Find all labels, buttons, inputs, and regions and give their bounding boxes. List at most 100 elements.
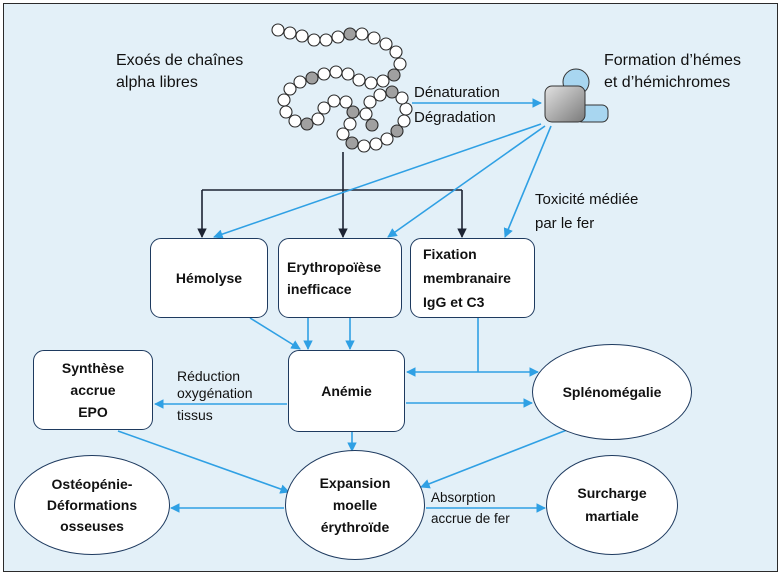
alpha-chain-bead — [367, 31, 381, 45]
node-splenomegaly-label: Splénomégalie — [562, 384, 662, 400]
arrow-heme-to-hemolysis — [213, 123, 542, 239]
label-reduced-oxygenation-line2: oxygénation — [177, 385, 253, 401]
alpha-chain-bead — [277, 93, 291, 107]
alpha-chain-molecule — [271, 23, 413, 153]
alpha-chain-bead — [385, 85, 399, 99]
alpha-chain-bead — [319, 33, 333, 47]
alpha-chain-bead — [390, 124, 404, 138]
arrow-epo-to-expansion — [117, 430, 290, 494]
alpha-chain-bead — [365, 118, 379, 132]
alpha-chain-bead — [379, 37, 393, 51]
alpha-chain-bead — [317, 67, 331, 81]
label-heme-formation-line2: et d’hémichromes — [604, 74, 731, 91]
alpha-chain-bead — [293, 75, 307, 89]
label-free-alpha-chains-line1: Exoés de chaînes — [116, 52, 244, 69]
alpha-chain-bead — [380, 132, 394, 146]
alpha-chain-bead — [283, 82, 297, 96]
node-fixation-line1: Fixation — [423, 246, 477, 262]
arrow-splenomegaly-to-expansion — [420, 427, 573, 489]
alpha-chain-bead — [311, 112, 325, 126]
node-epo-line1: Synthèse — [61, 360, 125, 376]
label-reduced-oxygenation-line3: tissus — [177, 407, 213, 423]
label-iron-absorption-line2: accrue de fer — [431, 511, 510, 526]
alpha-chain-bead — [279, 105, 293, 119]
node-osteopenia-line3: osseuses — [60, 517, 124, 534]
alpha-chain-bead — [336, 127, 350, 141]
node-hemolysis-label: Hémolyse — [175, 270, 243, 286]
node-iron-overload: Surcharge martiale — [546, 455, 678, 555]
node-marrow-expansion: Expansion moelle érythroïde — [285, 450, 425, 560]
node-membrane-fixation: Fixation membranaire IgG et C3 — [410, 238, 535, 318]
node-hemolysis: Hémolyse — [150, 238, 268, 318]
label-free-alpha-chains: Exoés de chaînes alpha libres — [116, 50, 243, 94]
alpha-chain-bead — [352, 73, 366, 87]
node-osteopenia-line2: Déformations — [46, 496, 138, 513]
alpha-chain-bead — [327, 94, 341, 108]
alpha-chain-bead — [355, 27, 369, 41]
alpha-chain-bead — [397, 114, 411, 128]
label-iron-toxicity-line1: Toxicité médiée — [535, 191, 639, 208]
label-iron-toxicity: Toxicité médiée par le fer — [535, 188, 638, 236]
node-fixation-line2: membranaire — [423, 270, 511, 286]
alpha-chain-bead — [300, 117, 314, 131]
alpha-chain-bead — [363, 95, 377, 109]
alpha-chain-bead — [343, 117, 357, 131]
node-epo-line2: accrue — [70, 382, 116, 398]
heme-icon — [544, 68, 609, 123]
node-expansion-line2: moelle — [332, 497, 378, 513]
arrow-heme-to-erythropoiesis — [387, 125, 546, 238]
arrow-hemolysis-to-anemia — [249, 317, 301, 350]
label-iron-absorption: Absorption accrue de fer — [431, 487, 510, 529]
alpha-chain-bead — [341, 67, 355, 81]
alpha-chain-bead — [339, 95, 353, 109]
alpha-chain-bead — [369, 137, 383, 151]
node-epo-line3: EPO — [78, 404, 108, 420]
node-overload-line1: Surcharge — [577, 485, 647, 501]
node-anemia-label: Anémie — [321, 383, 372, 399]
alpha-chain-bead — [376, 74, 390, 88]
alpha-chain-bead — [399, 102, 413, 116]
label-free-alpha-chains-line2: alpha libres — [116, 74, 198, 91]
node-expansion-line3: érythroïde — [320, 519, 390, 535]
alpha-chain-bead — [364, 76, 378, 90]
label-degradation: Dégradation — [414, 109, 496, 126]
alpha-chain-bead — [389, 45, 403, 59]
alpha-chain-bead — [343, 27, 357, 41]
node-fixation-line3: IgG et C3 — [423, 294, 485, 310]
node-expansion-line1: Expansion — [319, 475, 391, 491]
alpha-chain-bead — [307, 33, 321, 47]
alpha-chain-bead — [387, 68, 401, 82]
heme-icon-block — [544, 85, 586, 123]
node-splenomegaly: Splénomégalie — [532, 344, 692, 440]
alpha-chain-bead — [393, 57, 407, 71]
alpha-chain-bead — [317, 101, 331, 115]
label-iron-toxicity-line2: par le fer — [535, 215, 595, 232]
node-anemia: Anémie — [288, 350, 405, 432]
alpha-chain-bead — [288, 114, 302, 128]
alpha-chain-bead — [345, 136, 359, 150]
label-reduced-oxygenation-line1: Réduction — [177, 368, 241, 384]
alpha-chain-bead — [395, 91, 409, 105]
arrow-heme-to-fixation — [503, 125, 552, 238]
label-denaturation: Dénaturation — [414, 84, 500, 101]
node-overload-line2: martiale — [585, 508, 639, 524]
node-erythropoiesis-line1: Erythropoïèse — [287, 259, 382, 275]
alpha-chain-bead — [357, 139, 371, 153]
node-epo-synthesis: Synthèse accrue EPO — [33, 350, 153, 430]
label-reduced-oxygenation: Réduction oxygénation tissus — [177, 368, 253, 424]
node-osteopenia-line1: Ostéopénie- — [51, 475, 133, 492]
node-erythropoiesis-line2: inefficace — [287, 281, 352, 297]
label-heme-formation-line1: Formation d’hémes — [604, 52, 741, 69]
node-osteopenia: Ostéopénie- Déformations osseuses — [14, 455, 170, 555]
label-iron-absorption-line1: Absorption — [431, 490, 496, 505]
alpha-chain-bead — [331, 30, 345, 44]
alpha-chain-bead — [271, 23, 285, 37]
label-heme-formation: Formation d’hémes et d’hémichromes — [604, 50, 741, 94]
alpha-chain-bead — [283, 26, 297, 40]
node-ineffective-erythropoiesis: Erythropoïèse inefficace — [278, 238, 402, 318]
alpha-chain-bead — [305, 71, 319, 85]
alpha-chain-bead — [373, 88, 387, 102]
alpha-chain-bead — [329, 65, 343, 79]
